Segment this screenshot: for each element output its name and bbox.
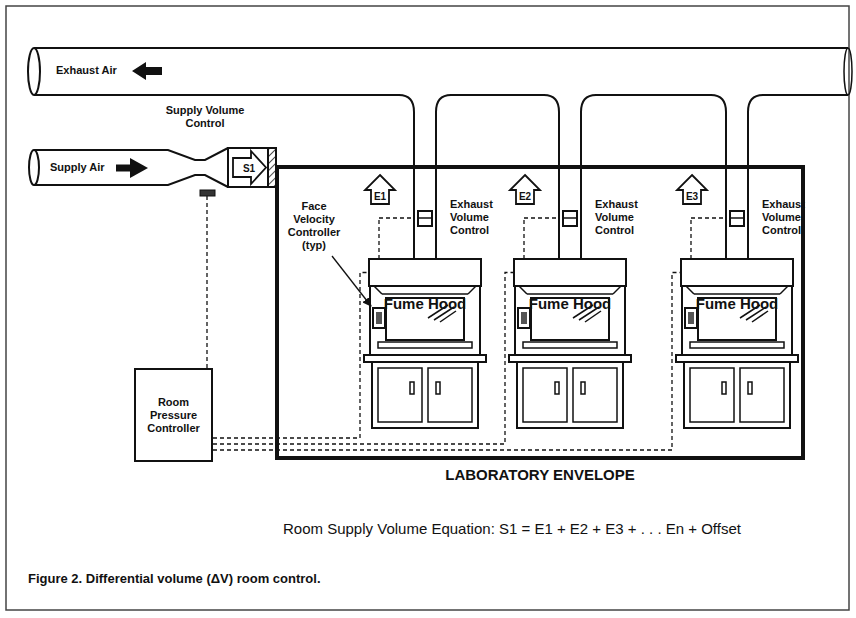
figure-caption: Figure 2. Differential volume (ΔV) room … (28, 572, 321, 585)
exhaust-riser (399, 92, 763, 258)
component-label: Face Velocity Controller (typ) (281, 200, 347, 252)
fume-hood-drawing (364, 218, 798, 428)
figure-frame (6, 6, 849, 610)
laboratory-envelope: LABORATORY ENVELOPEFume HoodFume HoodFum… (275, 165, 805, 460)
exhaust-flow-arrow (365, 175, 707, 204)
control-signal-wire (213, 273, 513, 445)
flow-symbol-label: S1 (243, 162, 255, 175)
control-signal-wire (213, 273, 368, 439)
supply-duct (206, 196, 207, 368)
flow-symbol-label: E2 (519, 190, 531, 203)
fume-hood-box: Fume Hood (513, 258, 627, 287)
exhaust-flow-arrow (677, 175, 707, 204)
component-label: Supply Volume Control (157, 104, 253, 130)
exhaust-flow-arrow (510, 175, 540, 204)
supply-duct (233, 151, 266, 184)
supply-duct (29, 150, 39, 185)
component-label: Exhaust Volume Control (762, 198, 818, 237)
exhaust-riser (399, 92, 451, 258)
exhaust-riser (544, 92, 596, 258)
fume-hood-drawing (364, 218, 486, 428)
fume-hood-box: Fume Hood (680, 258, 794, 287)
exhaust-duct (28, 48, 852, 95)
region-label: LABORATORY ENVELOPE (445, 466, 634, 483)
supply-duct (29, 148, 276, 368)
leader-line (332, 256, 371, 306)
controller-box: Room Pressure Controller (134, 368, 213, 462)
supply-duct (116, 165, 132, 172)
flow-label: Supply Air (50, 161, 105, 174)
exhaust-duct (844, 48, 852, 95)
exhaust-flow-arrow (365, 175, 395, 204)
box-label: Fume Hood (529, 295, 612, 312)
exhaust-duct (132, 62, 162, 80)
component-label: Exhaust Volume Control (450, 198, 506, 237)
fume-hood-drawing (509, 218, 631, 428)
fume-hood-box: Fume Hood (368, 258, 482, 287)
supply-duct (130, 158, 148, 178)
component-label: Exhaust Volume Control (595, 198, 651, 237)
exhaust-duct (34, 48, 848, 95)
equation: Room Supply Volume Equation: S1 = E1 + E… (283, 520, 741, 538)
supply-duct (34, 148, 228, 187)
flow-symbol-label: E1 (374, 190, 386, 203)
control-signal-wire (213, 273, 680, 451)
exhaust-duct (28, 48, 40, 95)
fume-hood-drawing (676, 218, 798, 428)
supply-duct (200, 190, 215, 196)
box-label: Room Pressure Controller (140, 396, 207, 435)
exhaust-riser (711, 92, 763, 258)
flow-label: Exhaust Air (56, 64, 117, 77)
box-label: Fume Hood (384, 295, 467, 312)
flow-symbol-label: E3 (686, 190, 698, 203)
box-label: Fume Hood (696, 295, 779, 312)
supply-duct (228, 148, 268, 187)
